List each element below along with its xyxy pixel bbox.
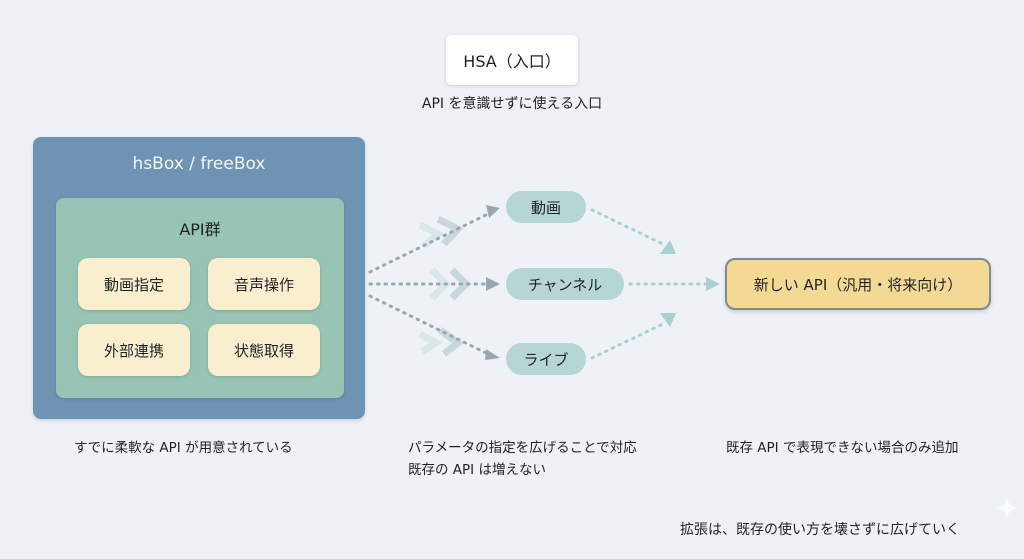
api-chip-label: 状態取得: [233, 341, 294, 360]
chevron-decoration-icon: [418, 215, 471, 357]
api-chip-label: 動画指定: [103, 275, 164, 294]
hsa-entry-box: HSA（入口）: [446, 35, 578, 85]
arrow-head-icon: [486, 277, 500, 291]
arrow-head-icon: [706, 277, 720, 291]
param-pill-label: 動画: [530, 198, 561, 217]
param-pill-video: 動画: [506, 191, 586, 223]
hsbox-freebox-container: hsBox / freeBox API群 動画指定 音声操作 外部連携 状態取得: [33, 137, 365, 419]
api-chip-video-specify: 動画指定: [78, 258, 190, 310]
dotted-connector: [368, 211, 492, 356]
api-group-title: API群: [179, 220, 221, 239]
api-group-box: API群 動画指定 音声操作 外部連携 状態取得: [56, 198, 344, 398]
container-caption: すでに柔軟な API が用意されている: [74, 440, 293, 456]
parameters-caption-line: パラメータの指定を広げることで対応: [408, 440, 637, 456]
new-api-label: 新しい API（汎用・将来向け）: [753, 275, 963, 294]
api-chip-status-get: 状態取得: [208, 324, 320, 376]
new-api-box: 新しい API（汎用・将来向け）: [725, 258, 991, 310]
new-api-caption: 既存 API で表現できない場合のみ追加: [726, 440, 959, 456]
parameters-caption: パラメータの指定を広げることで対応 既存の API は増えない: [408, 437, 637, 481]
api-chip-external-integration: 外部連携: [78, 324, 190, 376]
parameters-caption-line: 既存の API は増えない: [408, 462, 546, 478]
footer-summary: 拡張は、既存の使い方を壊さずに広げていく: [680, 522, 960, 538]
arrow-head-icon: [486, 205, 500, 218]
api-chip-label: 外部連携: [103, 341, 164, 360]
param-pill-live: ライブ: [506, 343, 586, 375]
container-title: hsBox / freeBox: [132, 154, 266, 174]
param-pill-channel: チャンネル: [506, 268, 624, 300]
sparkle-icon: [996, 497, 1018, 519]
api-chip-label: 音声操作: [233, 275, 294, 294]
arrow-head-icon: [660, 313, 676, 327]
hsa-caption: API を意識せずに使える入口: [421, 96, 603, 112]
arrow-head-icon: [485, 349, 500, 360]
arrow-head-icon: [660, 240, 676, 254]
api-chip-audio-control: 音声操作: [208, 258, 320, 310]
param-pill-label: チャンネル: [527, 275, 603, 294]
hsa-entry-label: HSA（入口）: [463, 52, 561, 71]
param-pill-label: ライブ: [523, 350, 569, 369]
